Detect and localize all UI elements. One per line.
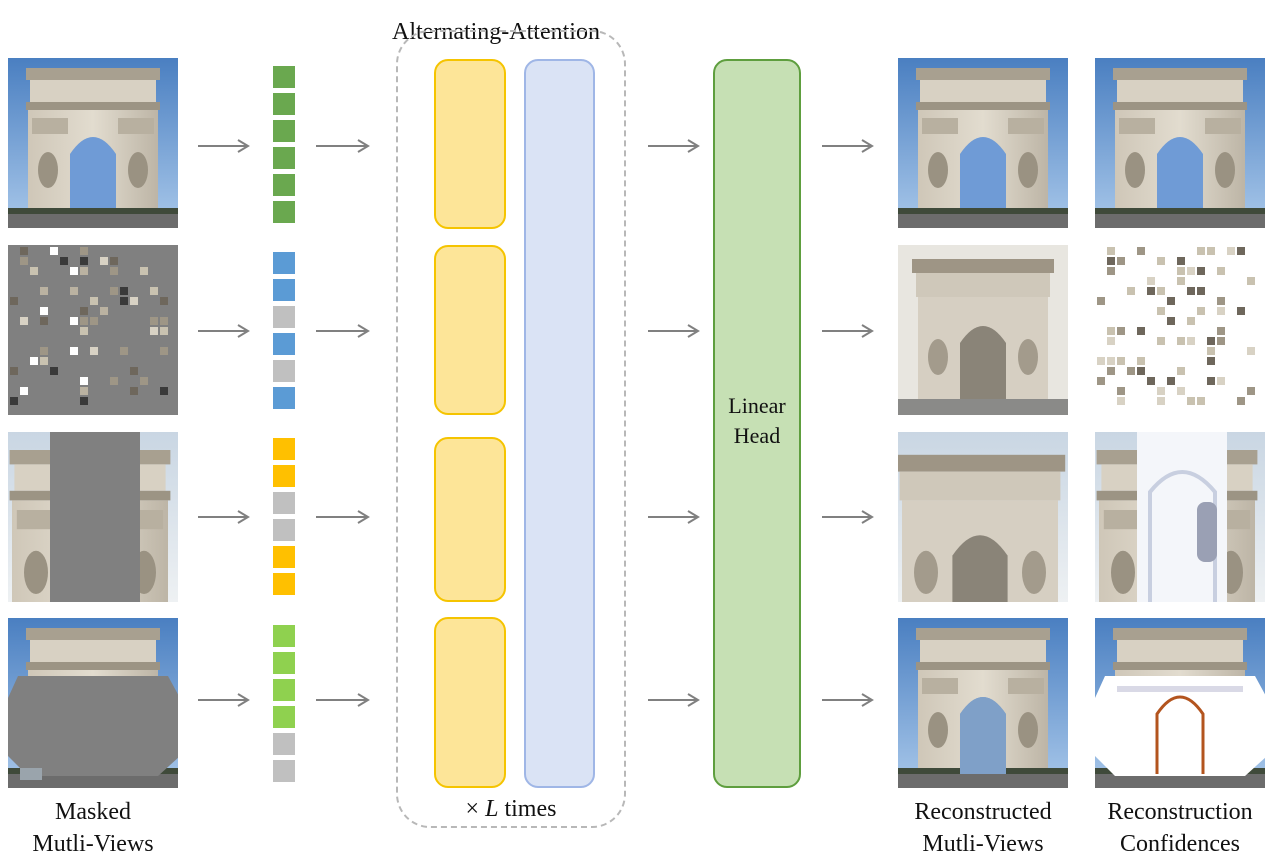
- input-caption: Masked Mutli-Views: [0, 796, 186, 860]
- token-row-2-1: [273, 252, 295, 274]
- token-row-3-4: [273, 519, 295, 541]
- confidence-view-4-image: [1095, 618, 1265, 788]
- reconstructed-view-2-image: [898, 245, 1068, 415]
- token-row-1-5: [273, 174, 295, 196]
- input-caption-line-2: Mutli-Views: [32, 831, 154, 857]
- arrow-row-4-2: [316, 693, 370, 707]
- output-caption-line-2: Mutli-Views: [922, 831, 1044, 857]
- input-view-3-image: [8, 432, 178, 602]
- token-row-1-4: [273, 147, 295, 169]
- token-row-1-3: [273, 120, 295, 142]
- token-row-2-3: [273, 306, 295, 328]
- confidence-view-3-image: [1095, 432, 1265, 602]
- confidence-view-2-image: [1095, 245, 1265, 415]
- reconstructed-view-1-image: [898, 58, 1068, 228]
- token-row-3-6: [273, 573, 295, 595]
- arrow-row-3-2: [316, 510, 370, 524]
- frame-attention-block-4: [434, 617, 506, 788]
- repeat-label: × L times: [465, 796, 557, 822]
- input-view-2-image: [8, 245, 178, 415]
- frame-attention-block-1: [434, 59, 506, 229]
- reconstructed-view-4-image: [898, 618, 1068, 788]
- input-view-4-image: [8, 618, 178, 788]
- input-view-1-image: [8, 58, 178, 228]
- arrow-row-2-2: [316, 324, 370, 338]
- arrow-row-1-4: [822, 139, 874, 153]
- arrow-row-4-4: [822, 693, 874, 707]
- arrow-row-1-1: [198, 139, 250, 153]
- token-row-2-2: [273, 279, 295, 301]
- token-row-4-4: [273, 706, 295, 728]
- alternating-attention-frame: [396, 30, 626, 828]
- token-row-2-6: [273, 387, 295, 409]
- token-row-4-3: [273, 679, 295, 701]
- confidence-view-1-image: [1095, 58, 1265, 228]
- reconstructed-view-3-image: [898, 432, 1068, 602]
- arrow-row-4-3: [648, 693, 700, 707]
- arrow-row-1-2: [316, 139, 370, 153]
- token-row-1-6: [273, 201, 295, 223]
- arrow-row-2-3: [648, 324, 700, 338]
- token-row-2-5: [273, 360, 295, 382]
- token-row-4-6: [273, 760, 295, 782]
- token-row-3-1: [273, 438, 295, 460]
- token-row-4-1: [273, 625, 295, 647]
- input-caption-line-1: Masked: [55, 799, 131, 825]
- frame-attention-block-3: [434, 437, 506, 602]
- arrow-row-1-3: [648, 139, 700, 153]
- token-row-1-2: [273, 93, 295, 115]
- arrow-row-3-4: [822, 510, 874, 524]
- token-row-3-2: [273, 465, 295, 487]
- linear-head-block: Linear Head: [713, 59, 801, 788]
- frame-attention-block-2: [434, 245, 506, 415]
- arrow-row-3-1: [198, 510, 250, 524]
- arrow-row-2-1: [198, 324, 250, 338]
- arrow-row-3-3: [648, 510, 700, 524]
- token-row-4-5: [273, 733, 295, 755]
- token-row-1-1: [273, 66, 295, 88]
- arrow-row-4-1: [198, 693, 250, 707]
- token-row-4-2: [273, 652, 295, 674]
- output-caption: Reconstructed Mutli-Views: [888, 796, 1078, 860]
- confidence-caption: Reconstruction Confidences: [1084, 796, 1276, 860]
- arrow-row-2-4: [822, 324, 874, 338]
- token-row-3-5: [273, 546, 295, 568]
- confidence-caption-line-2: Confidences: [1120, 831, 1240, 857]
- output-caption-line-1: Reconstructed: [914, 799, 1052, 825]
- linear-head-label: Linear Head: [728, 393, 786, 448]
- global-attention-block: [524, 59, 595, 788]
- token-row-3-3: [273, 492, 295, 514]
- confidence-caption-line-1: Reconstruction: [1107, 799, 1253, 825]
- token-row-2-4: [273, 333, 295, 355]
